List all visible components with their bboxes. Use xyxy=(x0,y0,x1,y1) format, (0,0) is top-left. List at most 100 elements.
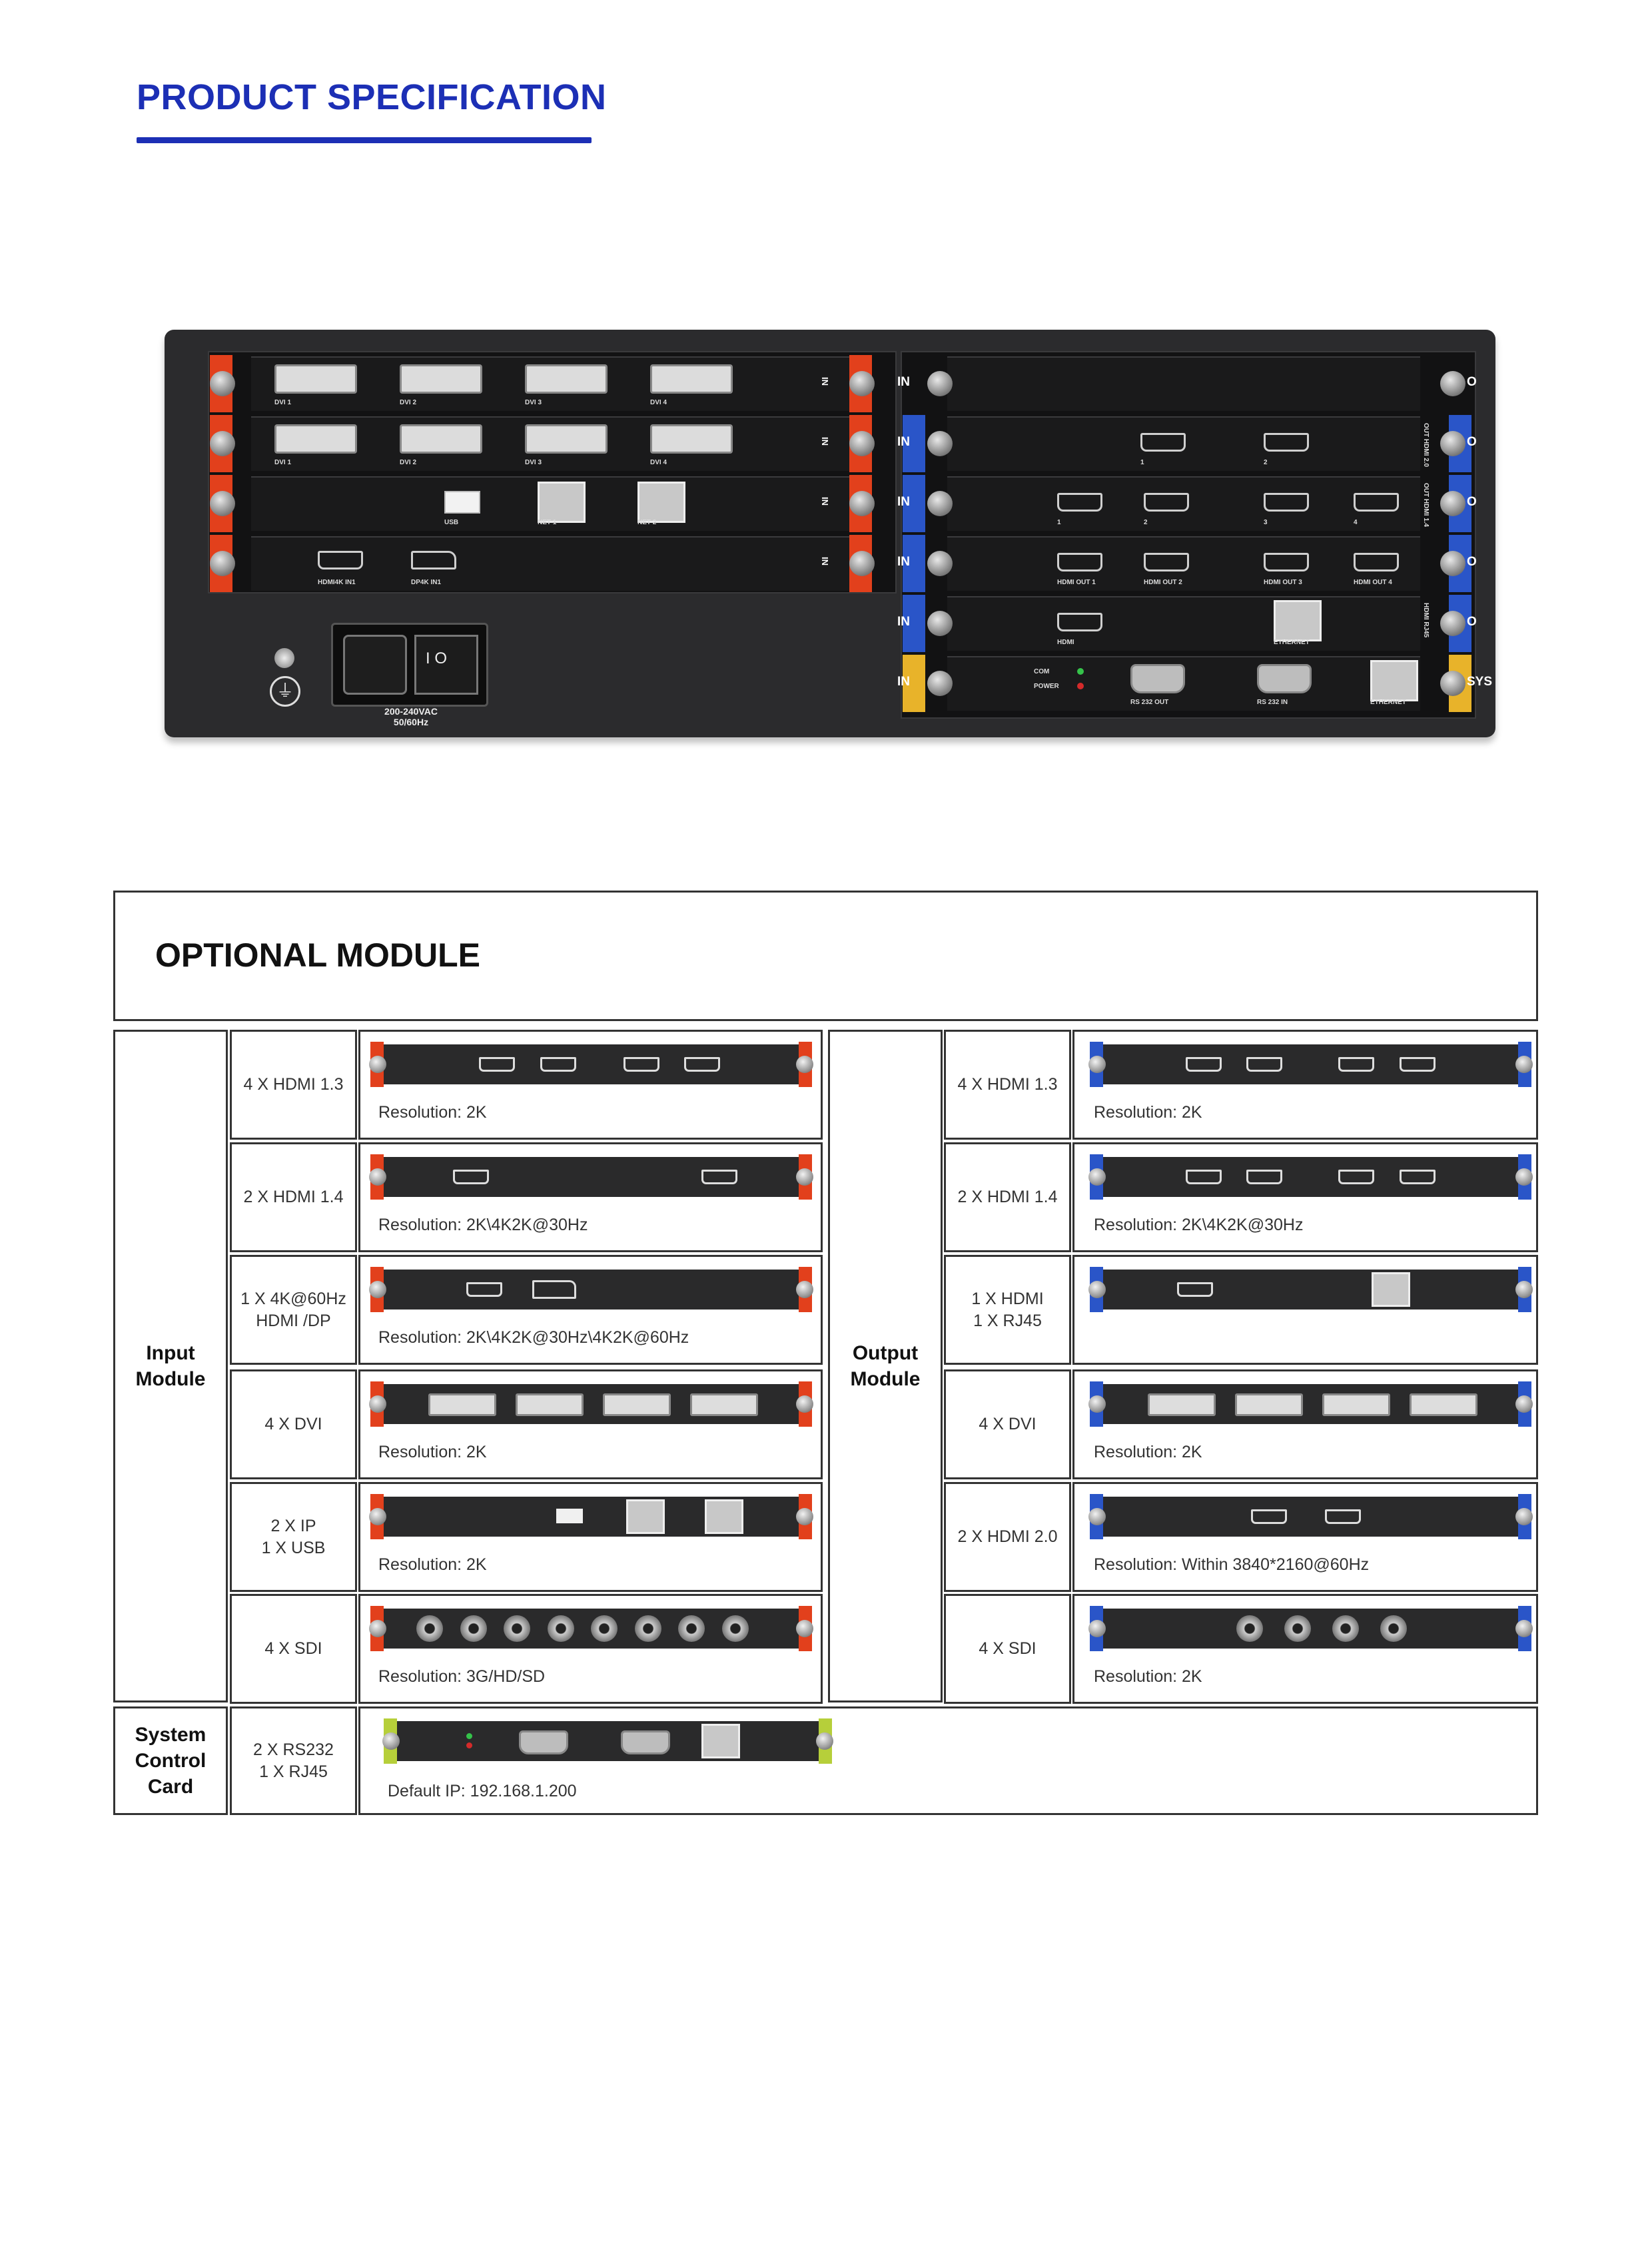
hdmi-port xyxy=(1057,493,1102,512)
card-screw[interactable] xyxy=(927,671,953,696)
card-screw[interactable] xyxy=(210,371,235,396)
output-card-slot xyxy=(947,416,1420,471)
output-module-image xyxy=(1092,1497,1529,1537)
module-screw xyxy=(1515,1281,1533,1298)
dvi-port xyxy=(525,424,608,454)
output-card-tab xyxy=(903,655,925,712)
port-label: DVI 2 xyxy=(400,459,417,466)
output-card-tab xyxy=(903,415,925,472)
card-side-label: SYS xyxy=(1467,675,1493,689)
module-dvi-port xyxy=(1235,1393,1303,1416)
module-hdmi-port xyxy=(1246,1057,1283,1072)
module-screw xyxy=(369,1281,386,1298)
resolution-text: Resolution: 2K xyxy=(378,1103,487,1122)
module-hdmi-port xyxy=(1246,1170,1283,1184)
card-screw[interactable] xyxy=(927,491,953,516)
port-label: HDMI OUT 4 xyxy=(1354,579,1392,586)
resolution-text: Resolution: 2K\4K2K@30Hz\4K2K@60Hz xyxy=(378,1328,689,1347)
input-module-image xyxy=(373,1044,809,1084)
card-screw[interactable] xyxy=(849,371,875,396)
dvi-port xyxy=(400,364,482,394)
output-spec-cell xyxy=(944,1030,1071,1140)
power-switch[interactable] xyxy=(414,635,478,695)
resolution-text: Resolution: 2K xyxy=(1094,1667,1202,1686)
card-screw[interactable] xyxy=(849,431,875,456)
hdmi-port xyxy=(1354,553,1399,571)
card-screw[interactable] xyxy=(849,551,875,576)
output-card-tab xyxy=(903,535,925,592)
input-spec-cell xyxy=(230,1255,357,1365)
input-spec-text: 2 X IP 1 X USB xyxy=(261,1517,326,1557)
optional-module-title: OPTIONAL MODULE xyxy=(155,936,480,974)
port-label: DVI 4 xyxy=(650,459,667,466)
module-sdi-port xyxy=(1332,1615,1359,1642)
card-side-label: O xyxy=(1467,435,1477,449)
module-rs232-port xyxy=(620,1730,670,1754)
card-screw[interactable] xyxy=(927,371,953,396)
card-screw[interactable] xyxy=(210,491,235,516)
module-sdi-port xyxy=(1284,1615,1311,1642)
module-hdmi-port xyxy=(623,1057,659,1072)
module-rj45-port xyxy=(705,1499,743,1534)
module-sdi-port xyxy=(504,1615,531,1642)
output-spec-text: 1 X HDMI 1 X RJ45 xyxy=(971,1290,1044,1330)
card-screw[interactable] xyxy=(1440,671,1465,696)
module-dvi-port xyxy=(690,1393,758,1416)
resolution-text: Default IP: 192.168.1.200 xyxy=(388,1782,577,1800)
card-side-label: O xyxy=(1467,375,1477,389)
dvi-port xyxy=(400,424,482,454)
hdmi-port xyxy=(1140,433,1186,452)
usb-port xyxy=(444,491,480,514)
card-screw[interactable] xyxy=(1440,551,1465,576)
card-screw[interactable] xyxy=(927,551,953,576)
led-label: COM xyxy=(1034,668,1050,675)
resolution-text: Resolution: 2K\4K2K@30Hz xyxy=(378,1216,588,1234)
port-label: RS 232 IN xyxy=(1257,699,1288,706)
module-screw xyxy=(796,1620,813,1637)
module-screw xyxy=(369,1395,386,1413)
card-screw[interactable] xyxy=(210,431,235,456)
input-spec-text: 1 X 4K@60Hz HDMI /DP xyxy=(240,1290,346,1330)
module-screw xyxy=(816,1732,833,1750)
port-label: RS 232 OUT xyxy=(1130,699,1169,706)
output-card-slot xyxy=(947,476,1420,531)
module-hdmi-port xyxy=(1185,1057,1222,1072)
module-sdi-port xyxy=(547,1615,574,1642)
module-screw xyxy=(382,1732,400,1750)
card-screw[interactable] xyxy=(849,491,875,516)
module-screw xyxy=(1088,1281,1106,1298)
card-screw[interactable] xyxy=(927,431,953,456)
module-hdmi-port xyxy=(701,1170,738,1184)
port-label: DVI 3 xyxy=(525,459,542,466)
card-screw[interactable] xyxy=(1440,491,1465,516)
dvi-port xyxy=(525,364,608,394)
card-screw[interactable] xyxy=(210,551,235,576)
module-dvi-port xyxy=(1322,1393,1390,1416)
card-screw[interactable] xyxy=(1440,431,1465,456)
hdmi-port xyxy=(1264,493,1309,512)
module-sdi-port xyxy=(678,1615,705,1642)
module-dvi-port xyxy=(428,1393,496,1416)
ground-icon: ⏚ xyxy=(270,676,300,707)
output-spec-text: 4 X HDMI 1.3 xyxy=(957,1075,1058,1094)
port-label: DVI 1 xyxy=(274,459,292,466)
card-in-label: IN xyxy=(897,375,910,389)
input-module-label: Input Module xyxy=(135,1342,206,1390)
module-hdmi-port xyxy=(1399,1057,1436,1072)
hdmi-port xyxy=(1264,553,1309,571)
status-led xyxy=(1077,668,1084,675)
card-side-label: IN xyxy=(820,497,830,506)
card-screw[interactable] xyxy=(1440,611,1465,636)
rs232-port xyxy=(1130,664,1185,693)
module-screw xyxy=(369,1168,386,1186)
card-screw[interactable] xyxy=(1440,371,1465,396)
port-label: HDMI OUT 1 xyxy=(1057,579,1096,586)
output-card-tab xyxy=(903,595,925,652)
hdmi-port xyxy=(1144,493,1189,512)
output-card-slot xyxy=(947,356,1420,411)
card-screw[interactable] xyxy=(927,611,953,636)
status-led xyxy=(1077,683,1084,689)
resolution-text: Resolution: 2K xyxy=(1094,1103,1202,1122)
module-screw xyxy=(1515,1056,1533,1073)
port-label: 2 xyxy=(1264,459,1268,466)
